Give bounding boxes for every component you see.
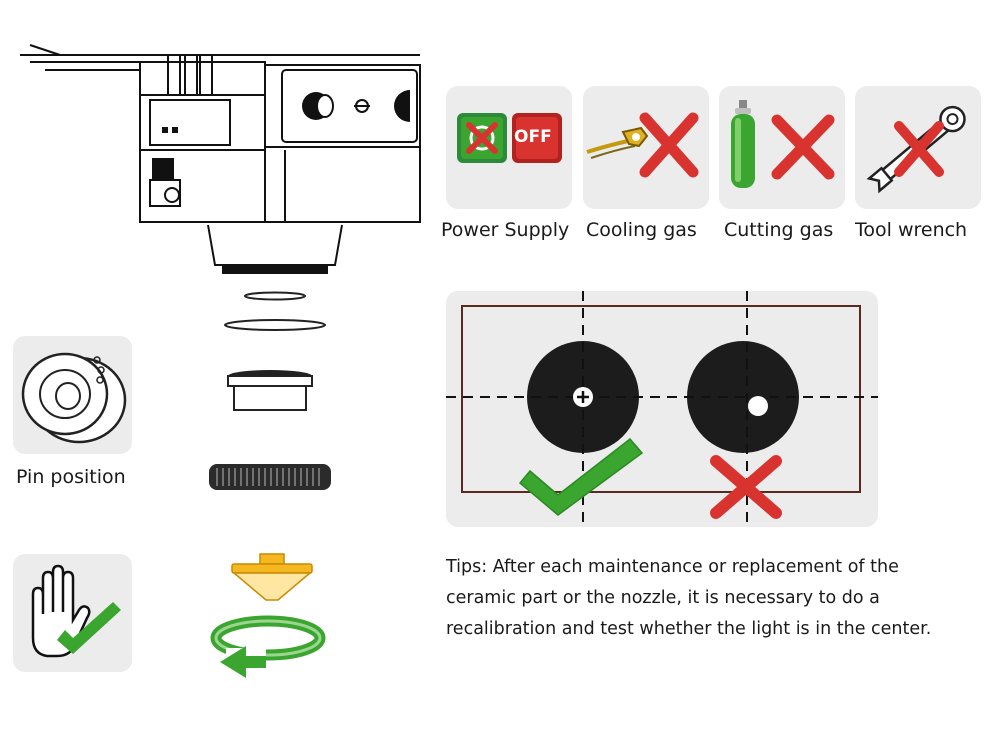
pin-position-label: Pin position [16, 466, 126, 488]
centering-diagram-card [446, 291, 878, 527]
glove-check-icon [31, 564, 121, 658]
laser-head-drawing [0, 40, 430, 290]
wrench-not-allowed-icon [866, 105, 966, 194]
tips-text: Tips: After each maintenance or replacem… [446, 552, 994, 645]
cooling-gas-off-icon [586, 112, 699, 178]
centering-diagram [446, 291, 878, 527]
pin-position-card [13, 336, 132, 454]
check-icon [518, 437, 644, 516]
power-supply-card: OFF [446, 86, 572, 209]
locking-ring [205, 460, 335, 494]
o-ring-large [220, 317, 330, 333]
o-ring-small [240, 290, 310, 302]
cross-icon [710, 455, 782, 519]
off-text: OFF [514, 127, 552, 147]
cooling-gas-label: Cooling gas [586, 219, 697, 241]
cooling-gas-card [583, 86, 709, 209]
tool-wrench-card [855, 86, 981, 209]
tips-line-3: recalibration and test whether the light… [446, 619, 932, 639]
tips-line-1: Tips: After each maintenance or replacem… [446, 557, 899, 577]
rotate-arrow-icon [206, 612, 326, 678]
tool-wrench-label: Tool wrench [855, 219, 968, 241]
power-off-icon [457, 113, 563, 165]
ceramic-pin-icon [21, 352, 127, 444]
offset-light-spot [748, 396, 768, 416]
tips-line-2: ceramic part or the nozzle, it is necess… [446, 588, 880, 608]
nozzle-icon [226, 552, 318, 606]
gloves-card [13, 554, 132, 672]
ceramic-sleeve [224, 368, 316, 414]
cutting-gas-card [719, 86, 845, 209]
power-supply-label: Power Supply [441, 219, 570, 241]
gas-cylinder-off-icon [731, 100, 835, 188]
cutting-gas-label: Cutting gas [724, 219, 834, 241]
